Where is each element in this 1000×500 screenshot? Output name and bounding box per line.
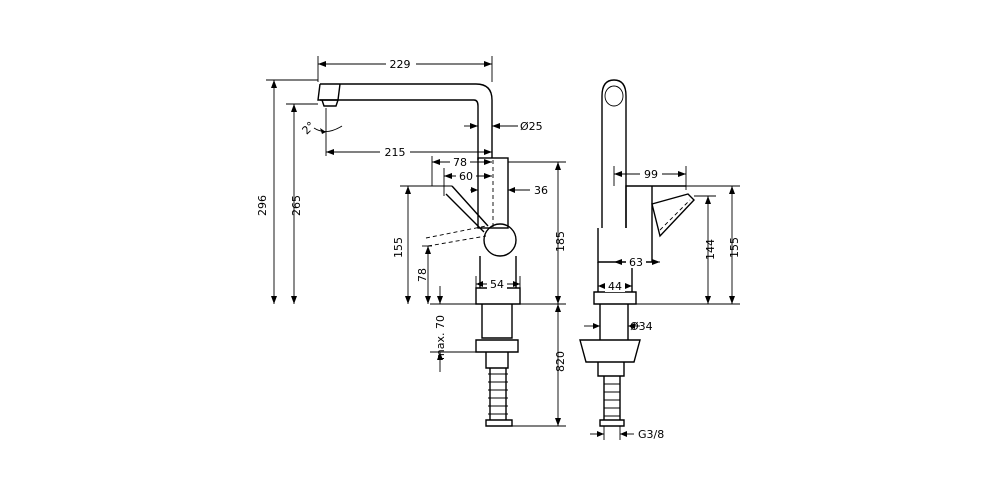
dim-label-155-side: 155 (728, 237, 741, 258)
dim-63: 63 (614, 256, 660, 269)
dim-g38: G3/8 (590, 426, 664, 441)
dim-78-vertical: 78 (416, 245, 432, 304)
dim-label-185: 185 (554, 231, 567, 252)
side-shank (579, 304, 641, 377)
front-connector (485, 368, 513, 427)
dim-label-229: 229 (390, 58, 411, 71)
dim-36: 36 (470, 184, 548, 197)
front-spout-outlet (317, 83, 341, 107)
dim-215: 215 (326, 146, 492, 159)
front-view: 229 Ø25 2° 215 (256, 56, 567, 427)
dim-185: 185 (508, 161, 567, 305)
dim-820: 820 (512, 304, 567, 427)
dim-265: 265 (286, 103, 318, 304)
dim-label-44: 44 (608, 280, 622, 293)
front-lever (445, 185, 489, 233)
dim-label-144: 144 (704, 239, 717, 260)
dim-229: 229 (317, 56, 493, 82)
dim-54: 54 (475, 276, 521, 291)
front-lever-knob (483, 223, 517, 257)
dim-label-296: 296 (256, 195, 269, 216)
dim-label-d34: Ø34 (630, 320, 653, 333)
dim-label-angle: 2° (300, 119, 318, 137)
dim-155-side: 155 (636, 185, 741, 305)
dim-label-max70: max. 70 (434, 315, 447, 360)
dim-label-g38: G3/8 (638, 428, 664, 441)
dim-label-54: 54 (490, 278, 504, 291)
dim-label-36: 36 (534, 184, 548, 197)
side-lever (651, 193, 695, 238)
dim-60: 60 (443, 168, 492, 196)
dim-label-63: 63 (629, 256, 643, 269)
dim-label-d25: Ø25 (520, 120, 543, 133)
side-view: 99 155 144 63 (579, 79, 741, 441)
front-spout (320, 83, 493, 160)
side-connector (599, 376, 625, 427)
dim-99: 99 (613, 166, 687, 190)
dim-label-820: 820 (554, 351, 567, 372)
dim-label-78-vertical: 78 (416, 268, 429, 282)
side-lever-body (597, 185, 686, 263)
front-shank (475, 304, 519, 369)
dim-296: 296 (256, 79, 318, 304)
dim-label-78-top: 78 (453, 156, 467, 169)
dim-label-60: 60 (459, 170, 473, 183)
dim-d25: Ø25 (464, 120, 543, 133)
dim-144: 144 (694, 195, 717, 304)
dim-label-155-front: 155 (392, 237, 405, 258)
dim-angle: 2° (300, 108, 343, 156)
dim-label-265: 265 (290, 195, 303, 216)
front-body-upper (477, 157, 509, 229)
dim-d34: Ø34 (584, 320, 653, 333)
dim-44: 44 (597, 278, 633, 293)
dim-label-99: 99 (644, 168, 658, 181)
dim-155-front: 155 (392, 185, 452, 304)
dim-78-top: 78 (431, 156, 492, 186)
dim-label-215: 215 (385, 146, 406, 159)
dim-max70: max. 70 (430, 286, 476, 372)
side-spout (601, 79, 627, 228)
